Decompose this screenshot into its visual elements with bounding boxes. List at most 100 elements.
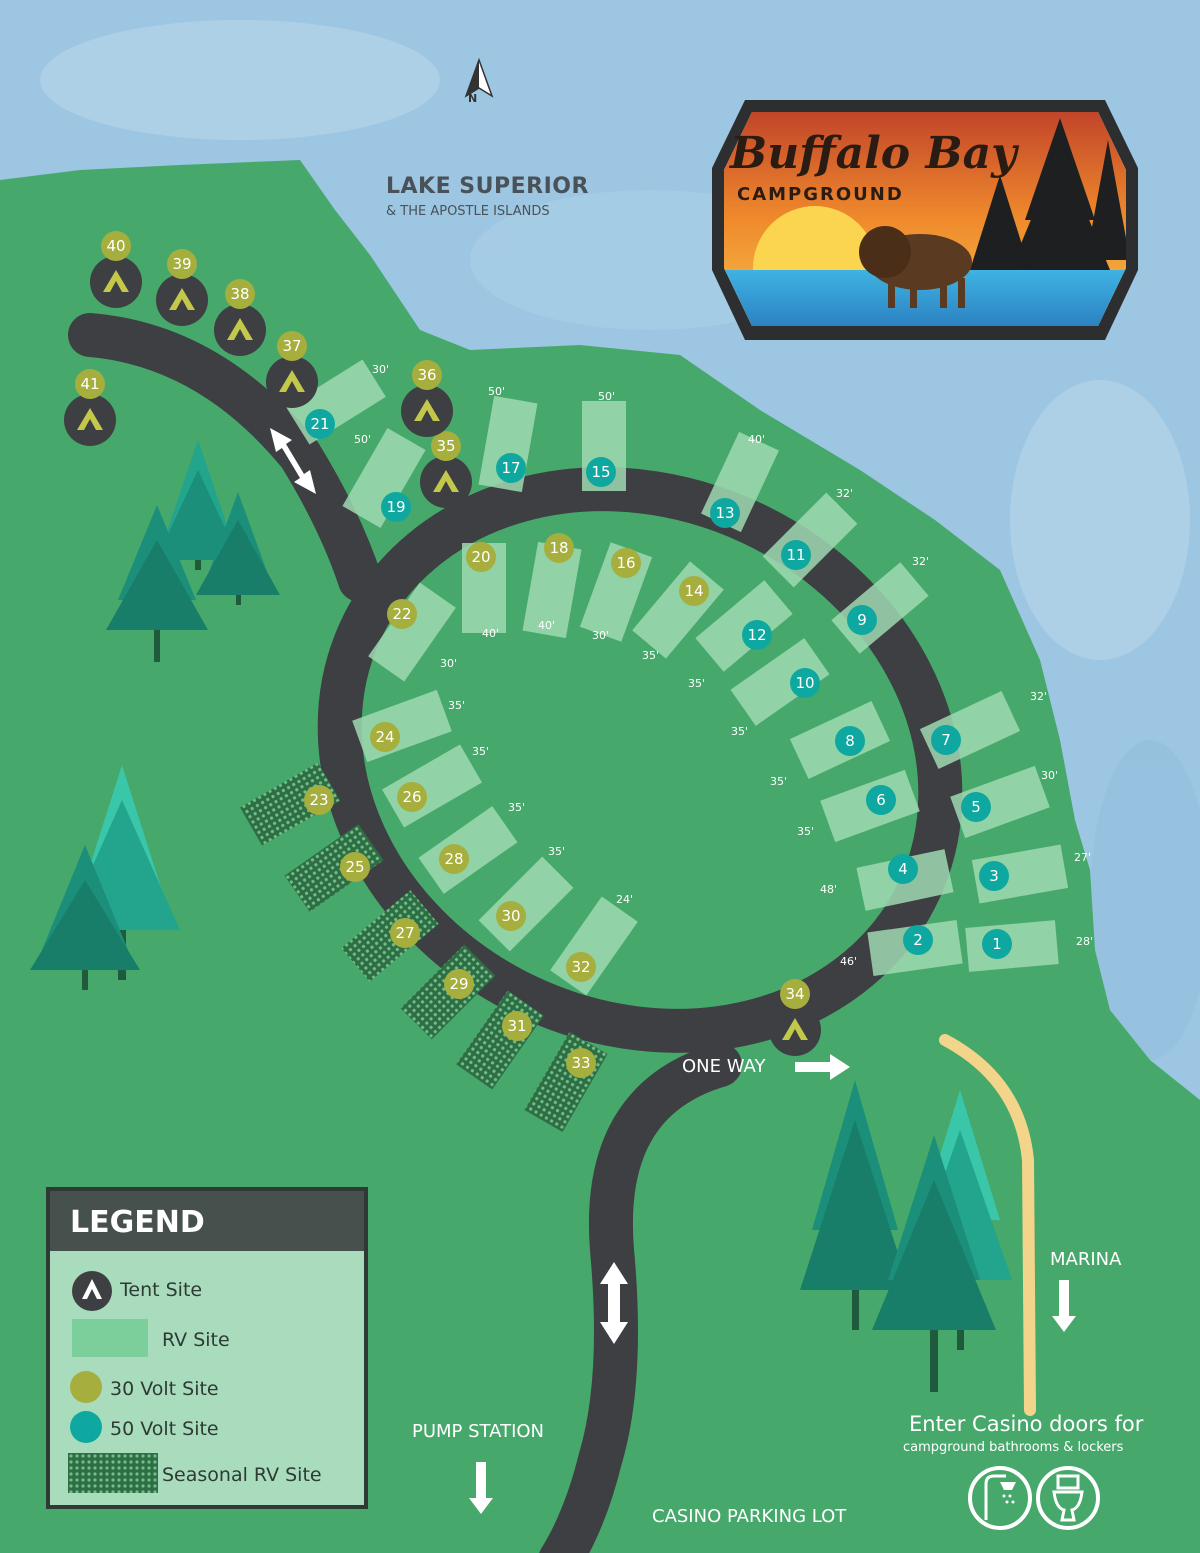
rv-pad (368, 582, 456, 682)
legend-50-label: 50 Volt Site (110, 1418, 219, 1440)
site-marker-3[interactable]: 3 (979, 861, 1009, 891)
volt50-badge (979, 861, 1009, 891)
site-marker-26[interactable]: 26 (397, 782, 427, 812)
volt50-badge (781, 540, 811, 570)
legend-tent-label: Tent Site (120, 1279, 203, 1301)
site-marker-31[interactable]: 31 (502, 1011, 532, 1041)
volt30-swatch (70, 1371, 102, 1403)
site-length-32: 24' (616, 893, 634, 906)
site-marker-16[interactable]: 16 (611, 548, 641, 578)
site-marker-25[interactable]: 25 (340, 852, 370, 882)
tent-site-badge (214, 304, 266, 356)
site-number: 29 (449, 975, 468, 993)
volt30-badge (496, 901, 526, 931)
site-length-15: 50' (598, 390, 616, 403)
volt50-badge (305, 409, 335, 439)
site-marker-30[interactable]: 30 (496, 901, 526, 931)
site-length-14: 35' (642, 649, 660, 662)
site-marker-14[interactable]: 14 (679, 576, 709, 606)
arrow-right-icon (795, 1054, 850, 1080)
volt50-badge (903, 925, 933, 955)
site-length-21: 30' (372, 363, 390, 376)
site-number: 35 (436, 437, 455, 455)
site-marker-4[interactable]: 4 (888, 854, 918, 884)
site-marker-17[interactable]: 17 (496, 453, 526, 483)
site-marker-32[interactable]: 32 (566, 952, 596, 982)
site-marker-41[interactable]: 41 (64, 369, 116, 446)
site-length-30: 35' (548, 845, 566, 858)
buffalo-icon (859, 226, 972, 308)
rv-pad (342, 428, 426, 528)
site-number: 3 (989, 867, 999, 885)
site-marker-39[interactable]: 39 (156, 249, 208, 326)
volt50-badge (835, 726, 865, 756)
site-number: 12 (747, 626, 766, 644)
volt50-badge (931, 725, 961, 755)
volt30-badge (387, 599, 417, 629)
site-marker-1[interactable]: 1 (982, 929, 1012, 959)
site-marker-33[interactable]: 33 (566, 1048, 596, 1078)
volt50-badge (710, 498, 740, 528)
tent-icon (72, 1271, 112, 1311)
tent-site-badge (769, 1004, 821, 1056)
site-marker-24[interactable]: 24 (370, 722, 400, 752)
site-length-1: 28' (1076, 935, 1094, 948)
casino-enter-label: Enter Casino doors for (909, 1412, 1144, 1436)
volt30-badge (502, 1011, 532, 1041)
site-marker-22[interactable]: 22 (387, 599, 417, 629)
site-length-19: 50' (354, 433, 372, 446)
site-number: 7 (941, 731, 951, 749)
site-marker-35[interactable]: 35 (420, 431, 472, 508)
site-marker-13[interactable]: 13 (710, 498, 740, 528)
site-marker-15[interactable]: 15 (586, 457, 616, 487)
rv-pad (965, 920, 1059, 972)
site-marker-38[interactable]: 38 (214, 279, 266, 356)
site-marker-23[interactable]: 23 (304, 785, 334, 815)
site-number: 19 (386, 498, 405, 516)
site-marker-7[interactable]: 7 (931, 725, 961, 755)
lake-subtitle: & THE APOSTLE ISLANDS (386, 204, 550, 219)
volt30-badge (439, 844, 469, 874)
site-marker-37[interactable]: 37 (266, 331, 318, 408)
site-marker-27[interactable]: 27 (390, 918, 420, 948)
site-number: 18 (549, 539, 568, 557)
site-length-18: 40' (538, 619, 556, 632)
site-marker-9[interactable]: 9 (847, 605, 877, 635)
tent-icon (414, 399, 440, 421)
site-marker-2[interactable]: 2 (903, 925, 933, 955)
site-marker-29[interactable]: 29 (444, 969, 474, 999)
site-marker-20[interactable]: 20 (466, 542, 496, 572)
double-arrow-icon (270, 428, 316, 494)
pine-tree-icon (156, 440, 240, 570)
pine-tree-icon (30, 845, 140, 990)
site-marker-36[interactable]: 36 (401, 360, 453, 437)
marina-path (939, 1034, 1036, 1416)
arrow-down-icon (1052, 1280, 1076, 1332)
site-marker-5[interactable]: 5 (961, 792, 991, 822)
site-marker-21[interactable]: 21 (305, 409, 335, 439)
site-length-11: 32' (836, 487, 854, 500)
site-number-badge (412, 360, 442, 390)
site-length-24: 35' (448, 699, 466, 712)
site-number: 38 (230, 285, 249, 303)
site-number: 10 (795, 674, 814, 692)
site-marker-40[interactable]: 40 (90, 231, 142, 308)
site-number: 28 (444, 850, 463, 868)
site-length-13: 40' (748, 433, 766, 446)
site-marker-18[interactable]: 18 (544, 533, 574, 563)
site-marker-34[interactable]: 34 (769, 979, 821, 1056)
site-number: 8 (845, 732, 855, 750)
volt30-badge (544, 533, 574, 563)
pine-tree-icon (106, 505, 208, 662)
site-marker-6[interactable]: 6 (866, 785, 896, 815)
site-marker-8[interactable]: 8 (835, 726, 865, 756)
site-marker-19[interactable]: 19 (381, 492, 411, 522)
site-marker-11[interactable]: 11 (781, 540, 811, 570)
site-markers: 1234567891011121314151617181920212223242… (64, 231, 1012, 1078)
site-number: 9 (857, 611, 867, 629)
site-marker-12[interactable]: 12 (742, 620, 772, 650)
volt50-badge (586, 457, 616, 487)
site-marker-28[interactable]: 28 (439, 844, 469, 874)
site-marker-10[interactable]: 10 (790, 668, 820, 698)
